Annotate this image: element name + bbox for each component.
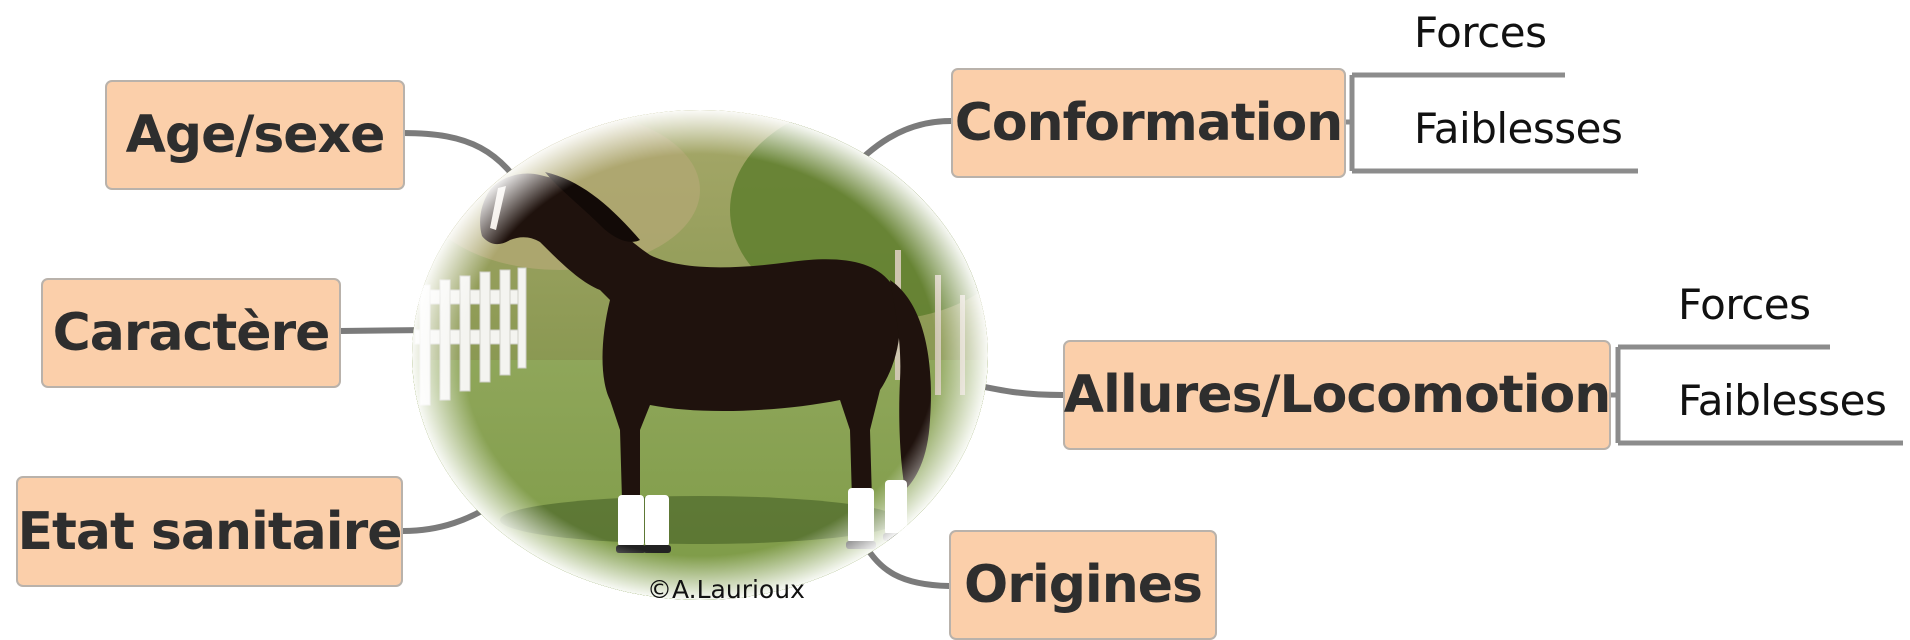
connector-origines [865,545,949,586]
node-age-sexe[interactable]: Age/sexe [105,80,405,190]
subtopic-allures-faiblesses[interactable]: Faiblesses [1678,376,1886,425]
horse-photo [410,100,1030,610]
subtopic-conformation-forces[interactable]: Forces [1414,8,1547,57]
photo-credit: ©A.Laurioux [647,575,805,604]
node-origines[interactable]: Origines [949,530,1217,640]
node-allures-locomotion[interactable]: Allures/Locomotion [1063,340,1611,450]
node-conformation[interactable]: Conformation [951,68,1346,178]
connector-allures [975,385,1063,395]
node-caractere[interactable]: Caractère [41,278,341,388]
subtopic-allures-forces[interactable]: Forces [1678,280,1811,329]
node-etat-sanitaire[interactable]: Etat sanitaire [16,476,403,587]
subtopic-conformation-faiblesses[interactable]: Faiblesses [1414,104,1622,153]
